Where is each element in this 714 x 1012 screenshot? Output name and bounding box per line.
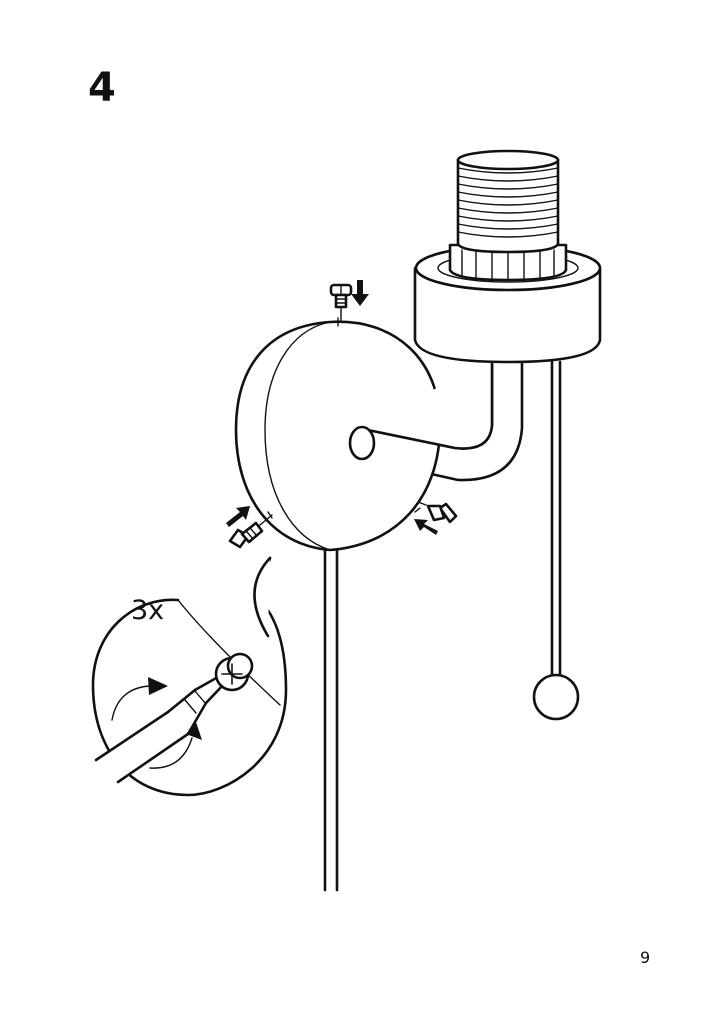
pull-cord: [532, 360, 580, 721]
arrow-icon: [226, 506, 250, 527]
arrow-icon: [414, 519, 438, 535]
screw-icon: [214, 652, 254, 692]
screw-icon: [417, 501, 458, 524]
screw-icon: [228, 514, 273, 549]
page-number: 9: [640, 948, 651, 967]
wall-plate: [234, 317, 494, 552]
threaded-socket: [448, 149, 568, 282]
screw-icon: [329, 283, 353, 321]
step-number: 4: [88, 65, 116, 111]
rotate-clockwise-icon: [111, 677, 202, 769]
arrow-icon: [351, 280, 369, 306]
power-cord: [323, 538, 339, 892]
quantity-label: 3x: [131, 595, 165, 626]
